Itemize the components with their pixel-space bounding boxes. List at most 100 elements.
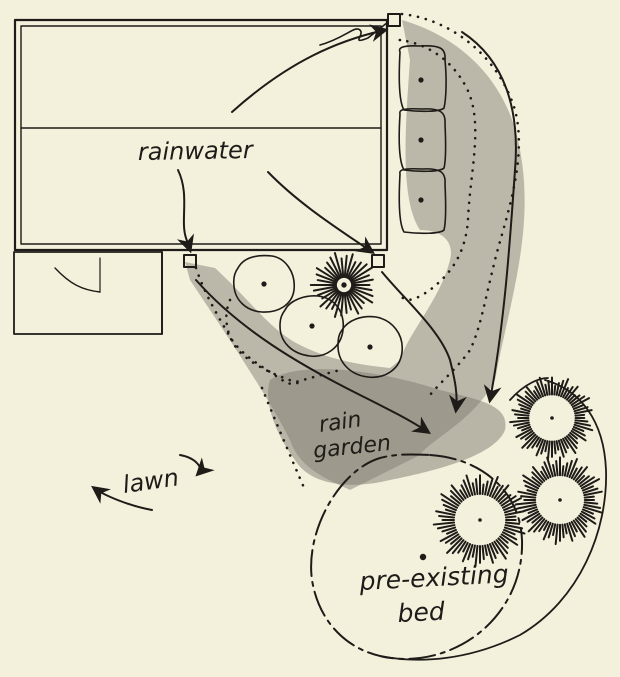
shrub-spike [438, 514, 456, 519]
shrub-spike [563, 523, 568, 535]
round-shrubs [232, 254, 403, 379]
shrub-spike [460, 484, 469, 499]
shrub-spike [524, 395, 535, 405]
shrub-spike [522, 479, 540, 490]
shrub-spike [491, 541, 499, 555]
shrub-spike [547, 379, 551, 396]
shrub-spike [564, 386, 574, 400]
shrub-spike [578, 475, 590, 486]
downspout-top-right [387, 13, 401, 27]
shrub-spike [499, 535, 509, 544]
shrub-spike [573, 423, 594, 432]
shrub-spike [542, 520, 550, 531]
shrub-spike [547, 522, 554, 539]
shrub-spike [343, 291, 348, 314]
shrub-spike [467, 543, 474, 561]
shrub-spike [531, 436, 540, 449]
flow-arrows [91, 24, 517, 511]
shrub-spike [520, 407, 531, 413]
shrub-spike [348, 289, 365, 305]
shrub-spike [345, 253, 354, 279]
shrub-spike [349, 288, 374, 304]
shrub-spike [315, 267, 339, 282]
shrub-spike [544, 383, 549, 396]
shrub-spike [346, 291, 360, 315]
shrub-spike [580, 478, 601, 490]
shrub-spike [533, 518, 546, 533]
shrub-spike [569, 431, 578, 440]
label-bed: bed [397, 597, 446, 628]
label-lawn: lawn [121, 463, 181, 499]
shrub-spike [526, 435, 539, 450]
shrub-spike [522, 474, 541, 488]
shrub-spike [471, 544, 476, 558]
shrub-spike [574, 466, 589, 482]
shrub-spike [503, 507, 521, 514]
shrub-spike [565, 435, 578, 450]
label-rainwater: rainwater [138, 136, 255, 166]
shrub-center-dot [550, 416, 554, 420]
shrub-center-dot [558, 498, 562, 502]
shrub-spike [572, 404, 585, 410]
shrub-spike [568, 458, 578, 479]
bushy-shrubs [432, 376, 604, 568]
shrub-spike [583, 503, 602, 509]
shrub-spike [535, 438, 544, 457]
shrub-spike [574, 419, 589, 423]
shrub-spike [450, 535, 461, 545]
shrub-spike [333, 252, 343, 279]
shrub-spike [446, 528, 457, 535]
shrub-spike [582, 487, 599, 494]
lawn-arrow-right [179, 454, 215, 477]
shrub-spike [570, 430, 587, 442]
shrub-spike [326, 261, 341, 280]
shrub-spike [347, 261, 362, 280]
shrub-spike [312, 285, 338, 292]
shrub-spike [488, 476, 499, 497]
shrub-spike [578, 514, 588, 523]
shrub-spike [554, 523, 559, 546]
shrub-spike [541, 465, 550, 480]
shrub-spike [340, 257, 345, 279]
shrub-spike [511, 409, 530, 415]
shrub-spike [316, 286, 338, 297]
shrub-spike [518, 403, 532, 410]
shrub-spike [484, 480, 489, 496]
dotted-boundaries [194, 12, 521, 492]
shrub-spike [557, 439, 565, 458]
shrub-spike [521, 426, 532, 432]
shrub-spike [497, 537, 509, 549]
shrub-spike [504, 515, 517, 519]
shrub-spike [474, 544, 479, 568]
shrub-spike [324, 266, 340, 281]
shrub-spike [441, 526, 457, 533]
shrub-spike [474, 478, 479, 496]
shrub-spike [515, 428, 533, 439]
shrub-spike [567, 394, 576, 403]
shrub-spike [509, 419, 530, 424]
shrub-spike [340, 291, 345, 317]
shrub-spike [321, 288, 339, 300]
shrub-spike [497, 493, 507, 503]
shrub-spike [567, 433, 579, 445]
shrub-spike [525, 385, 539, 401]
shrub-spike [560, 438, 568, 454]
label-pre-existing: pre-existing [358, 559, 509, 596]
shrub-spike [570, 467, 578, 480]
shrub-spike [582, 506, 604, 514]
shrub-spike [442, 503, 457, 512]
shrub-spike [552, 463, 557, 477]
shrub-spike [350, 285, 373, 292]
bushy-shrub [509, 376, 594, 461]
shrub-spike [583, 501, 599, 505]
shrub-spike [524, 390, 537, 403]
shrub-spike [574, 518, 587, 533]
shrub-spike [542, 521, 552, 541]
shrub-spike [561, 465, 565, 477]
shrub-spike [576, 474, 586, 484]
shrub-spike [546, 456, 554, 478]
shrub-spike [516, 423, 531, 430]
shrub-spike [493, 484, 504, 500]
